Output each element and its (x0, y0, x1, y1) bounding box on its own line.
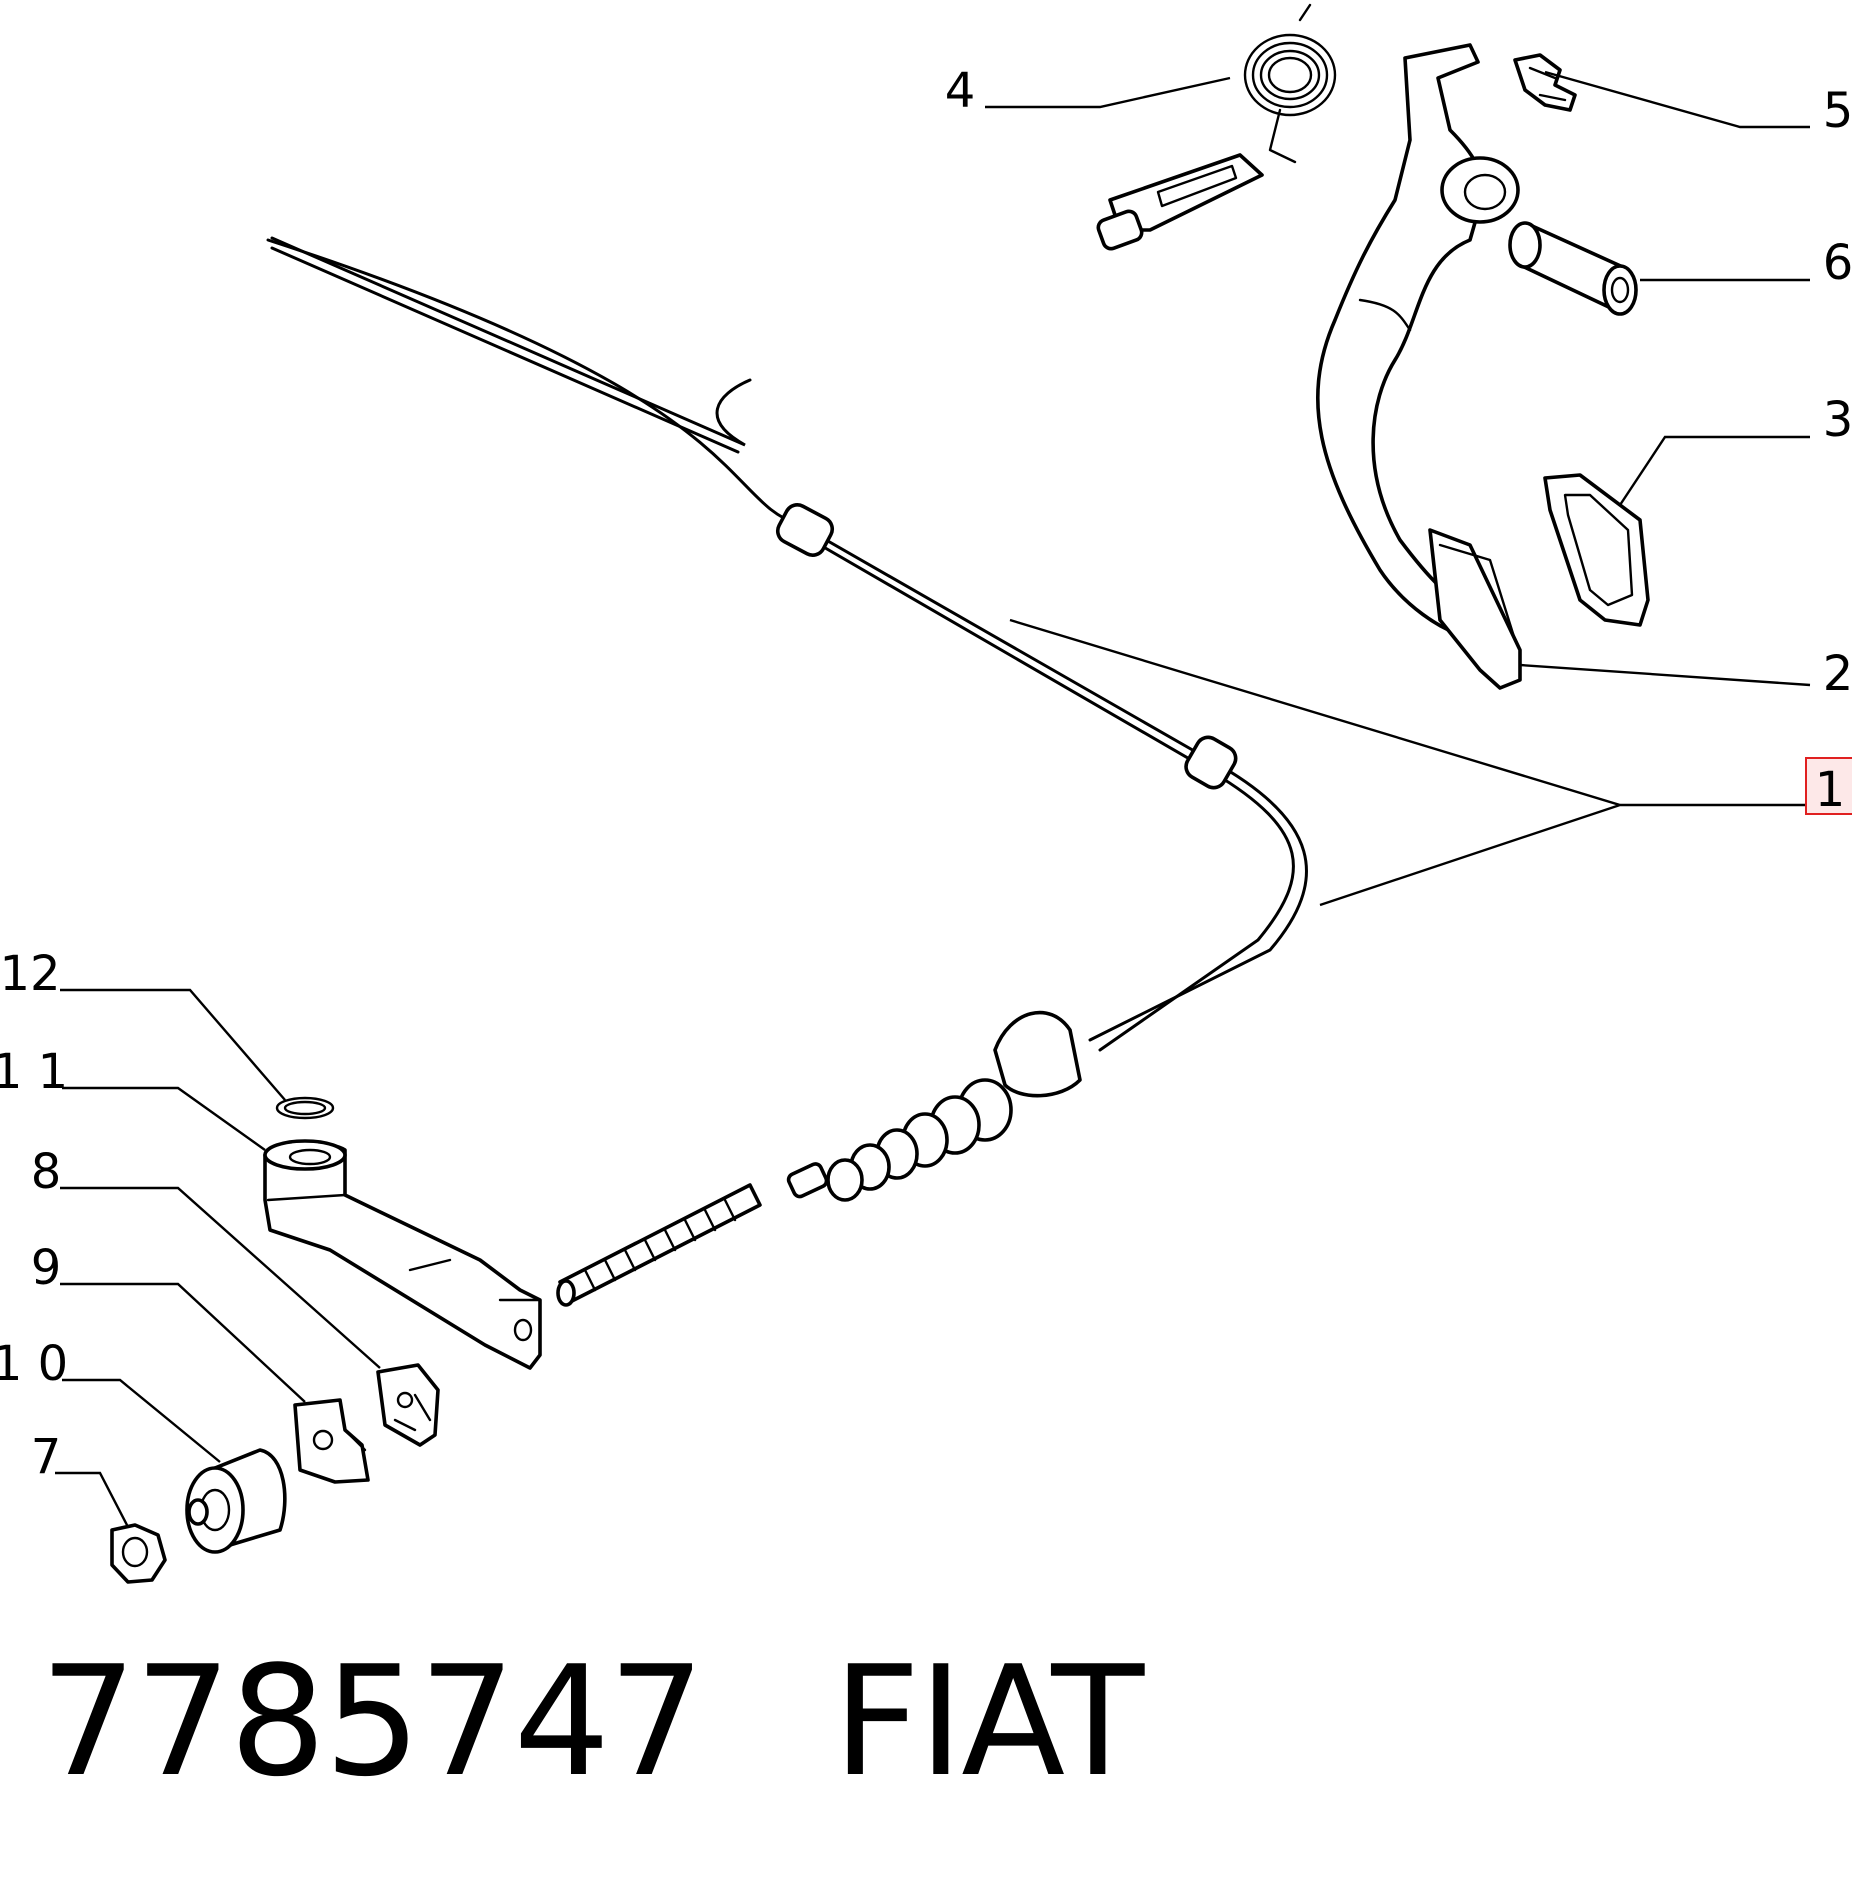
clutch-cable (266, 153, 1308, 1307)
leader-1 (1009, 618, 1810, 907)
footer-caption: 7785747 FIAT (40, 1632, 1144, 1812)
callout-10: 1 0 (0, 1336, 68, 1392)
cable-eye-end (1096, 153, 1264, 251)
callout-9: 9 (31, 1240, 62, 1296)
cable-threaded-end (556, 1183, 762, 1307)
cable-grommet-upper (775, 503, 835, 557)
leader-12 (60, 988, 286, 1101)
callout-8: 8 (31, 1144, 62, 1200)
callout-4: 4 (945, 63, 976, 119)
callout-12: 12 (0, 946, 61, 1002)
callout-1-highlight (1805, 757, 1852, 815)
cable-grommet-middle (1184, 735, 1238, 790)
leader-2 (1519, 663, 1811, 687)
callout-11: 1 1 (0, 1044, 68, 1100)
hex-nut (110, 1523, 167, 1584)
callout-1: 1 (1815, 762, 1846, 818)
circlip (275, 1096, 335, 1120)
cable-adjuster-bellows (786, 1010, 1082, 1202)
callout-5: 5 (1823, 83, 1852, 139)
leader-11 (62, 1086, 266, 1151)
clutch-pedal (1316, 43, 1522, 690)
leader-8 (60, 1186, 381, 1369)
callout-6: 6 (1823, 235, 1852, 291)
leader-9 (60, 1282, 306, 1403)
brand-name: FIAT (832, 1633, 1144, 1810)
pedal-pad-cover (1543, 473, 1650, 627)
leader-lines (55, 70, 1811, 1528)
callout-7: 7 (31, 1429, 62, 1485)
release-lever (263, 1139, 542, 1370)
callout-3: 3 (1823, 392, 1852, 448)
retaining-clip (1513, 53, 1577, 112)
clip-plate (293, 1398, 370, 1484)
leader-10 (62, 1378, 221, 1463)
return-spring (1243, 3, 1337, 164)
leader-5 (1544, 70, 1810, 129)
rubber-bush (185, 1448, 287, 1554)
leader-7 (55, 1471, 130, 1528)
leader-4 (985, 76, 1231, 109)
part-number: 7785747 (40, 1633, 705, 1810)
bracket-block (376, 1363, 440, 1447)
leader-3 (1618, 435, 1810, 506)
pedal-bushing (1508, 221, 1638, 316)
callout-2: 2 (1823, 646, 1852, 702)
callouts: 1 2 3 4 5 6 7 8 9 1 0 1 1 12 (0, 63, 1852, 1485)
